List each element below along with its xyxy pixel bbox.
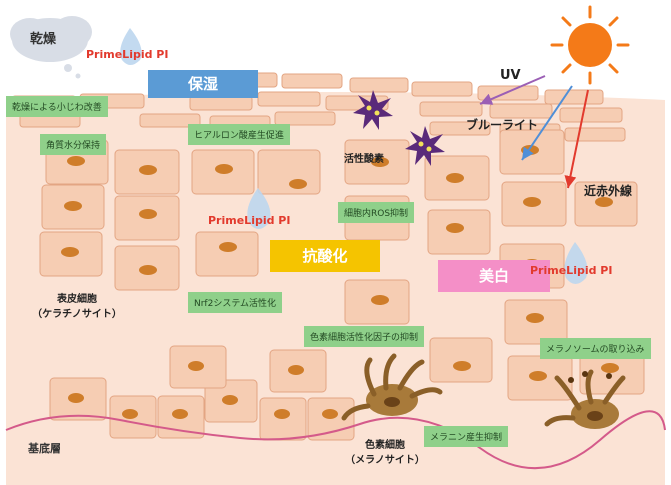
skin-water-box: 角質水分保持 — [40, 134, 107, 155]
melanosome-box: メラノソームの取り込み — [540, 338, 651, 359]
cell — [49, 377, 107, 421]
melanocyte-label-line1: 色素細胞 — [365, 440, 405, 451]
cell — [204, 379, 258, 423]
basal-layer-label: 基底層 — [28, 442, 61, 455]
melanocyte-label-line2: （メラノサイト） — [345, 455, 425, 466]
keratinocyte-label: 表皮細胞 （ケラチノサイト） — [22, 290, 132, 320]
cell — [507, 355, 573, 401]
melanocyte-icon — [341, 353, 443, 421]
cell — [191, 149, 255, 195]
cell — [114, 149, 180, 195]
dryness-wrinkle-box: 乾燥による小じわ改善 — [6, 96, 108, 117]
active-oxygen-label: 活性酸素 — [344, 154, 384, 165]
hyaluronic-box: ヒアルロン酸産生促進 — [188, 124, 290, 145]
dry-label: 乾燥 — [30, 32, 57, 47]
antioxidant-box: 抗酸化 — [270, 240, 380, 272]
cell — [499, 129, 565, 175]
free-radical-icon — [405, 126, 445, 166]
melanocyte-label: 色素細胞 （メラノサイト） — [330, 436, 440, 466]
primelipid-label-middle: PrimeLipid PI — [208, 214, 291, 227]
keratinocyte-label-line1: 表皮細胞 — [57, 294, 97, 305]
cell — [259, 397, 307, 441]
moisture-box: 保湿 — [148, 70, 258, 98]
cell — [41, 184, 105, 230]
cell — [429, 337, 493, 383]
cell — [344, 279, 410, 325]
cell — [109, 395, 157, 439]
free-radical-icon — [353, 90, 393, 130]
cell — [157, 395, 205, 439]
whitening-box: 美白 — [438, 260, 550, 292]
primelipid-label-right: PrimeLipid PI — [530, 264, 613, 277]
cell — [574, 181, 638, 227]
melanin-suppression-box: メラニン産生抑制 — [424, 426, 509, 447]
uv-label: UV — [500, 68, 521, 83]
cell — [114, 195, 180, 241]
cell — [257, 149, 321, 195]
cell — [195, 231, 259, 277]
cell — [269, 349, 327, 393]
melanocyte-icon — [544, 369, 626, 429]
water-drop-icon — [120, 28, 142, 65]
sun-icon — [550, 5, 630, 85]
near-infrared-arrow-icon — [564, 89, 589, 189]
ros-suppression-box: 細胞内ROS抑制 — [338, 202, 415, 223]
melanocyte-factor-box: 色素細胞活性化因子の抑制 — [304, 326, 425, 347]
cell — [424, 155, 490, 201]
cell — [344, 139, 410, 185]
cell — [39, 231, 103, 277]
cell — [427, 209, 491, 255]
nrf2-box: Nrf2システム活性化 — [188, 292, 283, 313]
basement-membrane-line — [5, 410, 666, 469]
cell — [114, 245, 180, 291]
cell — [307, 397, 355, 441]
uv-arrow-icon — [479, 75, 546, 105]
cell — [579, 349, 645, 395]
cell — [169, 345, 227, 389]
cell — [501, 181, 567, 227]
water-drop-icon — [564, 242, 588, 284]
cloud-icon — [10, 16, 92, 79]
keratinocyte-label-line2: （ケラチノサイト） — [32, 309, 122, 320]
primelipid-label-top: PrimeLipid PI — [86, 48, 169, 61]
water-drop-icon — [247, 188, 271, 229]
blue-light-arrow-icon — [521, 85, 573, 161]
blue-light-label: ブルーライト — [466, 118, 539, 132]
cell — [504, 299, 568, 345]
near-infrared-label: 近赤外線 — [584, 184, 633, 198]
